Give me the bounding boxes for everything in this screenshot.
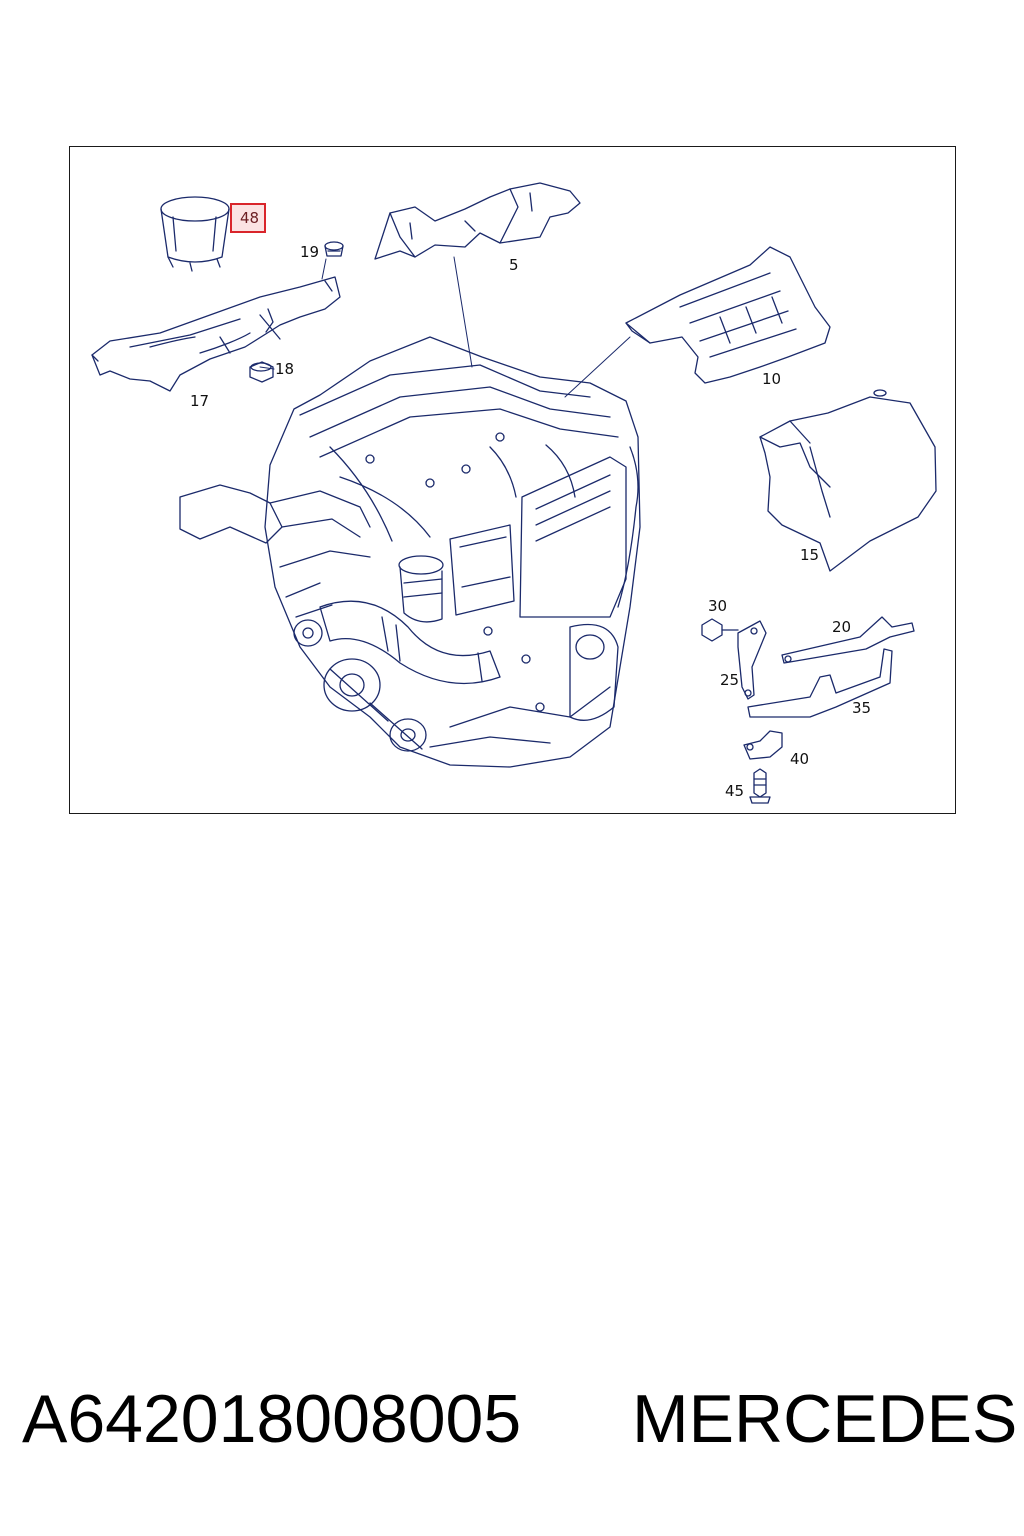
callout-5[interactable]: 5 [509, 256, 519, 274]
engine-exploded-view [91, 182, 937, 804]
callout-17[interactable]: 17 [190, 392, 210, 410]
callout-30[interactable]: 30 [708, 597, 728, 615]
part-5-heat-shield [374, 182, 581, 260]
leader-lines [259, 256, 631, 398]
part-45-stud [749, 768, 771, 804]
part-number: A642018008005 [22, 1381, 522, 1457]
callout-45[interactable]: 45 [725, 782, 745, 800]
engine-block [179, 336, 641, 768]
part-caption: A642018008005 MERCEDES [22, 1380, 1017, 1470]
part-30-bolt [701, 618, 739, 642]
part-40-clip [743, 730, 783, 760]
callout-18[interactable]: 18 [275, 360, 295, 378]
callout-25[interactable]: 25 [720, 671, 740, 689]
callout-48[interactable]: 48 [230, 203, 267, 233]
part-35-bracket [747, 648, 893, 718]
brand-name: MERCEDES [632, 1381, 1018, 1457]
callout-35[interactable]: 35 [852, 699, 872, 717]
part-15-heat-shield [759, 389, 937, 572]
part-19-grommet [324, 241, 344, 257]
part-17-heat-shield [91, 276, 341, 392]
part-10-shield [625, 246, 831, 384]
callout-40[interactable]: 40 [790, 750, 810, 768]
part-20-bracket [781, 616, 915, 664]
parts-diagram: 48 19 5 17 18 10 15 30 20 25 35 40 45 [69, 146, 956, 814]
part-25-bracket [737, 620, 767, 700]
callout-19[interactable]: 19 [300, 243, 320, 261]
callout-20[interactable]: 20 [832, 618, 852, 636]
callout-15[interactable]: 15 [800, 546, 820, 564]
part-18-nut [249, 361, 274, 383]
part-48-collar [160, 196, 230, 272]
callout-10[interactable]: 10 [762, 370, 782, 388]
